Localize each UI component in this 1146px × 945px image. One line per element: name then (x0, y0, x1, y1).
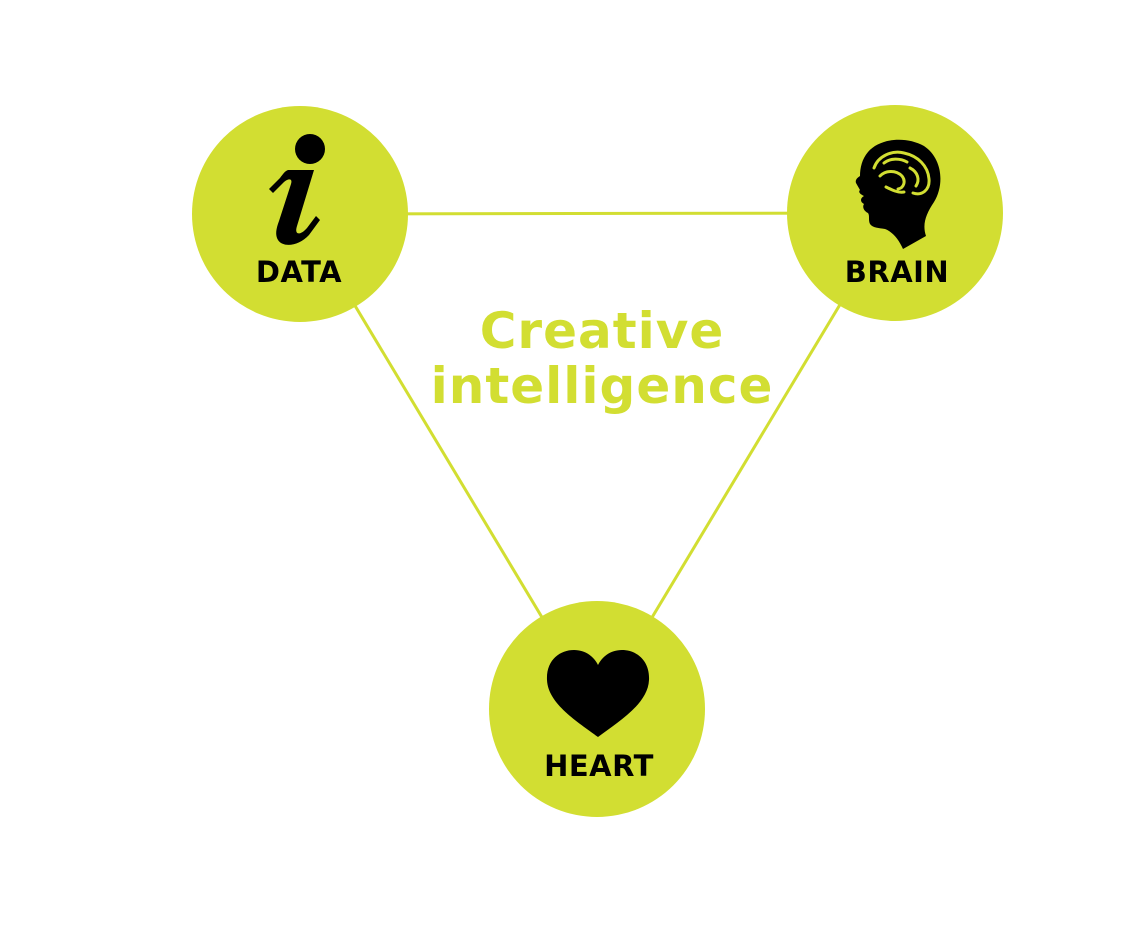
node-heart: HEART (489, 601, 705, 817)
info-icon (269, 134, 325, 245)
node-data-label: DATA (256, 255, 342, 289)
node-heart-label: HEART (544, 749, 654, 783)
node-data: DATA (192, 106, 408, 322)
heart-icon (546, 650, 650, 737)
center-title: Creative intelligence (431, 302, 774, 415)
node-brain: BRAIN (787, 105, 1003, 321)
center-title-line2: intelligence (431, 357, 774, 415)
head-brain-icon (855, 139, 941, 249)
node-brain-label: BRAIN (845, 255, 949, 289)
center-title-line1: Creative (480, 302, 725, 360)
